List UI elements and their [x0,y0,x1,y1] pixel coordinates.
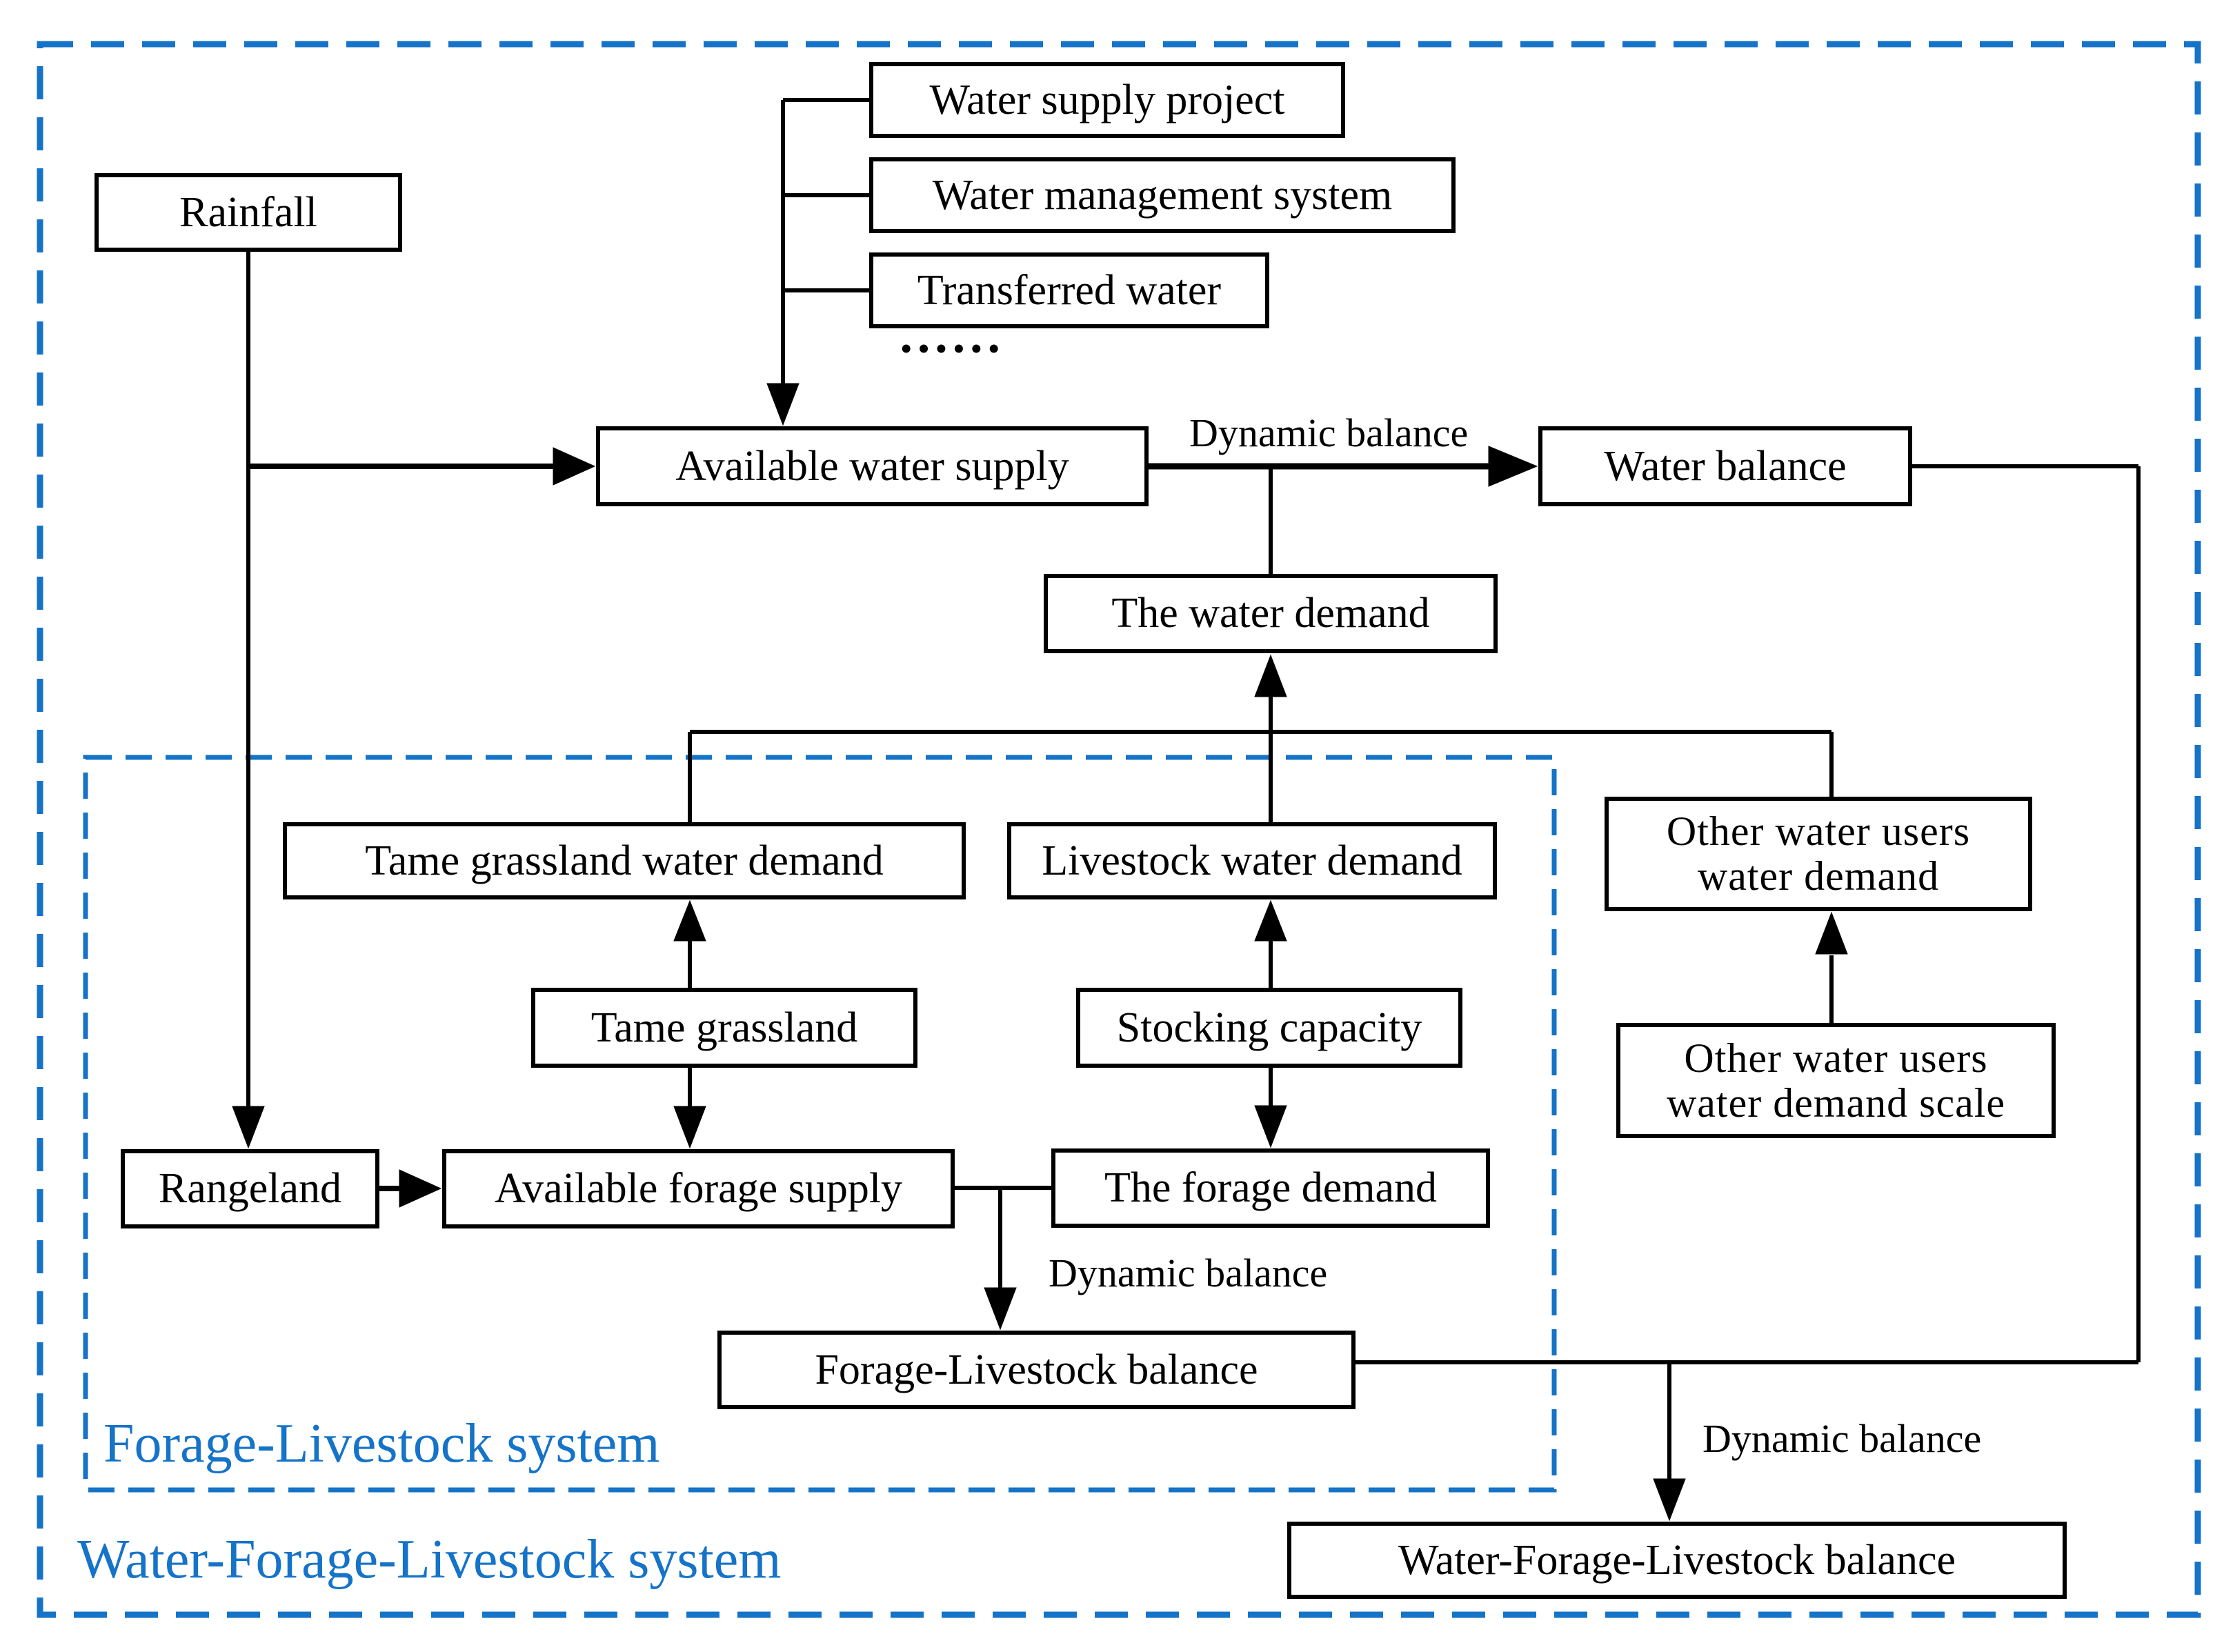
node-other-water-users-water-demand-scale-line2: water demand scale [1666,1079,2006,1126]
arrowhead-into-available-forage-supply-left [399,1169,442,1208]
node-water-balance: Water balance [1538,426,1912,506]
arrowhead-into-available-water-supply-left [553,447,596,486]
arrowhead-into-water-demand-bottom [1254,654,1287,697]
sources-ellipsis: •••••• [901,332,1006,366]
node-rainfall-label: Rainfall [179,188,317,236]
node-other-water-users-water-demand-scale-line1: Other water users [1684,1035,1988,1081]
node-water-management-system: Water management system [869,157,1456,233]
edges [232,98,2141,1522]
node-water-supply-project-label: Water supply project [929,76,1285,123]
node-the-water-demand: The water demand [1044,574,1498,653]
node-water-management-system-label: Water management system [932,171,1393,219]
node-tame-grassland-label: Tame grassland [590,1004,858,1051]
node-tame-grassland-water-demand-label: Tame grassland water demand [365,837,884,884]
node-transferred-water: Transferred water [869,252,1269,328]
arrowhead-into-other-users-demand [1815,911,1848,955]
node-available-water-supply-label: Available water supply [675,442,1069,490]
node-water-balance-label: Water balance [1604,442,1847,490]
arrowhead-into-forage-demand [1254,1105,1287,1148]
arrowhead-into-livestock-water-demand [1254,899,1287,942]
arrowhead-into-forage-livestock-balance [984,1287,1017,1331]
node-tame-grassland-water-demand: Tame grassland water demand [283,822,966,899]
node-available-water-supply: Available water supply [596,426,1149,506]
arrowhead-into-tame-grassland-water-demand [673,899,706,942]
node-available-forage-supply: Available forage supply [442,1149,955,1228]
node-other-water-users-water-demand-line1: Other water users [1666,808,1971,855]
node-available-forage-supply-label: Available forage supply [494,1165,903,1213]
inner-system-label: Forage-Livestock system [103,1413,660,1474]
node-the-forage-demand: The forage demand [1051,1148,1490,1228]
node-water-forage-livestock-balance-label: Water-Forage-Livestock balance [1398,1536,1956,1584]
node-forage-livestock-balance: Forage-Livestock balance [717,1331,1356,1409]
node-rangeland-label: Rangeland [158,1165,342,1213]
node-livestock-water-demand-label: Livestock water demand [1042,837,1462,884]
node-water-supply-project: Water supply project [869,62,1345,138]
edge-label-dynamic-balance-water: Dynamic balance [1189,410,1469,455]
node-rangeland: Rangeland [121,1149,379,1228]
node-the-water-demand-label: The water demand [1111,590,1430,637]
node-stocking-capacity: Stocking capacity [1076,988,1462,1068]
arrowhead-into-rangeland [232,1106,265,1149]
node-livestock-water-demand: Livestock water demand [1007,822,1497,899]
arrowhead-into-available-forage-supply [673,1106,706,1149]
node-forage-livestock-balance-label: Forage-Livestock balance [815,1346,1258,1393]
node-transferred-water-label: Transferred water [917,266,1222,314]
node-other-water-users-water-demand-line2: water demand [1697,853,1940,899]
arrowhead-into-water-forage-livestock-balance [1653,1478,1686,1522]
outer-system-dashed-border [37,41,2201,1618]
arrowhead-into-available-water-supply-top [766,383,800,426]
edge-label-dynamic-balance-forage: Dynamic balance [1049,1251,1328,1295]
node-the-forage-demand-label: The forage demand [1104,1164,1437,1212]
node-other-water-users-water-demand: Other water users water demand [1605,797,2032,911]
node-other-water-users-water-demand-scale: Other water users water demand scale [1616,1023,2056,1138]
node-tame-grassland: Tame grassland [531,988,917,1068]
inner-system-dashed-border [83,755,1557,1493]
arrowhead-into-water-balance [1488,446,1538,487]
outer-system-label: Water-Forage-Livestock system [77,1529,782,1590]
node-rainfall: Rainfall [95,173,402,252]
edge-label-dynamic-balance-overall: Dynamic balance [1702,1416,1982,1461]
node-water-forage-livestock-balance: Water-Forage-Livestock balance [1287,1522,2067,1599]
node-stocking-capacity-label: Stocking capacity [1116,1004,1422,1051]
